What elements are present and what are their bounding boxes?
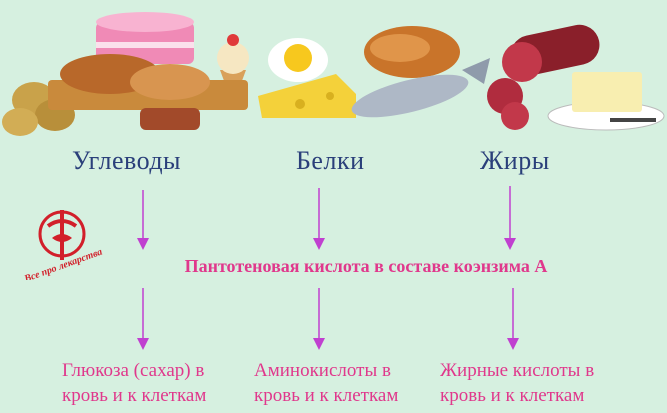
arrow-proteins-bottom [313,288,325,350]
result-fats-line-1: Жирные кислоты в [440,360,595,381]
bread-icon [48,54,248,130]
cheese-icon [258,74,356,118]
result-fats: Жирные кислоты в кровь и к клеткам [440,358,640,408]
result-proteins-line-1: Аминокислоты в [254,360,391,381]
result-proteins: Аминокислоты в кровь и к клеткам [254,358,434,408]
cake-icon [96,12,194,64]
result-proteins-line-2: кровь и к клеткам [254,385,399,406]
egg-icon [268,38,328,82]
arrow-fats-top [504,186,516,250]
result-carbs: Глюкоза (сахар) в кровь и к клеткам [62,358,242,408]
logo-icon: Все про лекарства [22,210,104,280]
arrow-proteins-top [313,188,325,250]
result-carbs-line-2: кровь и к клеткам [62,385,207,406]
category-proteins: Белки [296,146,365,175]
food-illustration [2,12,665,136]
sausage-icon [487,24,600,130]
arrow-carbs-bottom [137,288,149,350]
butter-icon [547,72,665,131]
arrow-carbs-top [137,190,149,250]
result-carbs-line-1: Глюкоза (сахар) в [62,360,205,381]
center-label: Пантотеновая кислота в составе коэнзима … [184,256,548,276]
arrow-fats-bottom [507,288,519,350]
chicken-icon [364,26,460,78]
result-fats-line-2: кровь и к клеткам [440,385,585,406]
category-fats: Жиры [480,146,550,175]
category-carbs: Углеводы [72,146,182,175]
fish-icon [351,58,490,118]
